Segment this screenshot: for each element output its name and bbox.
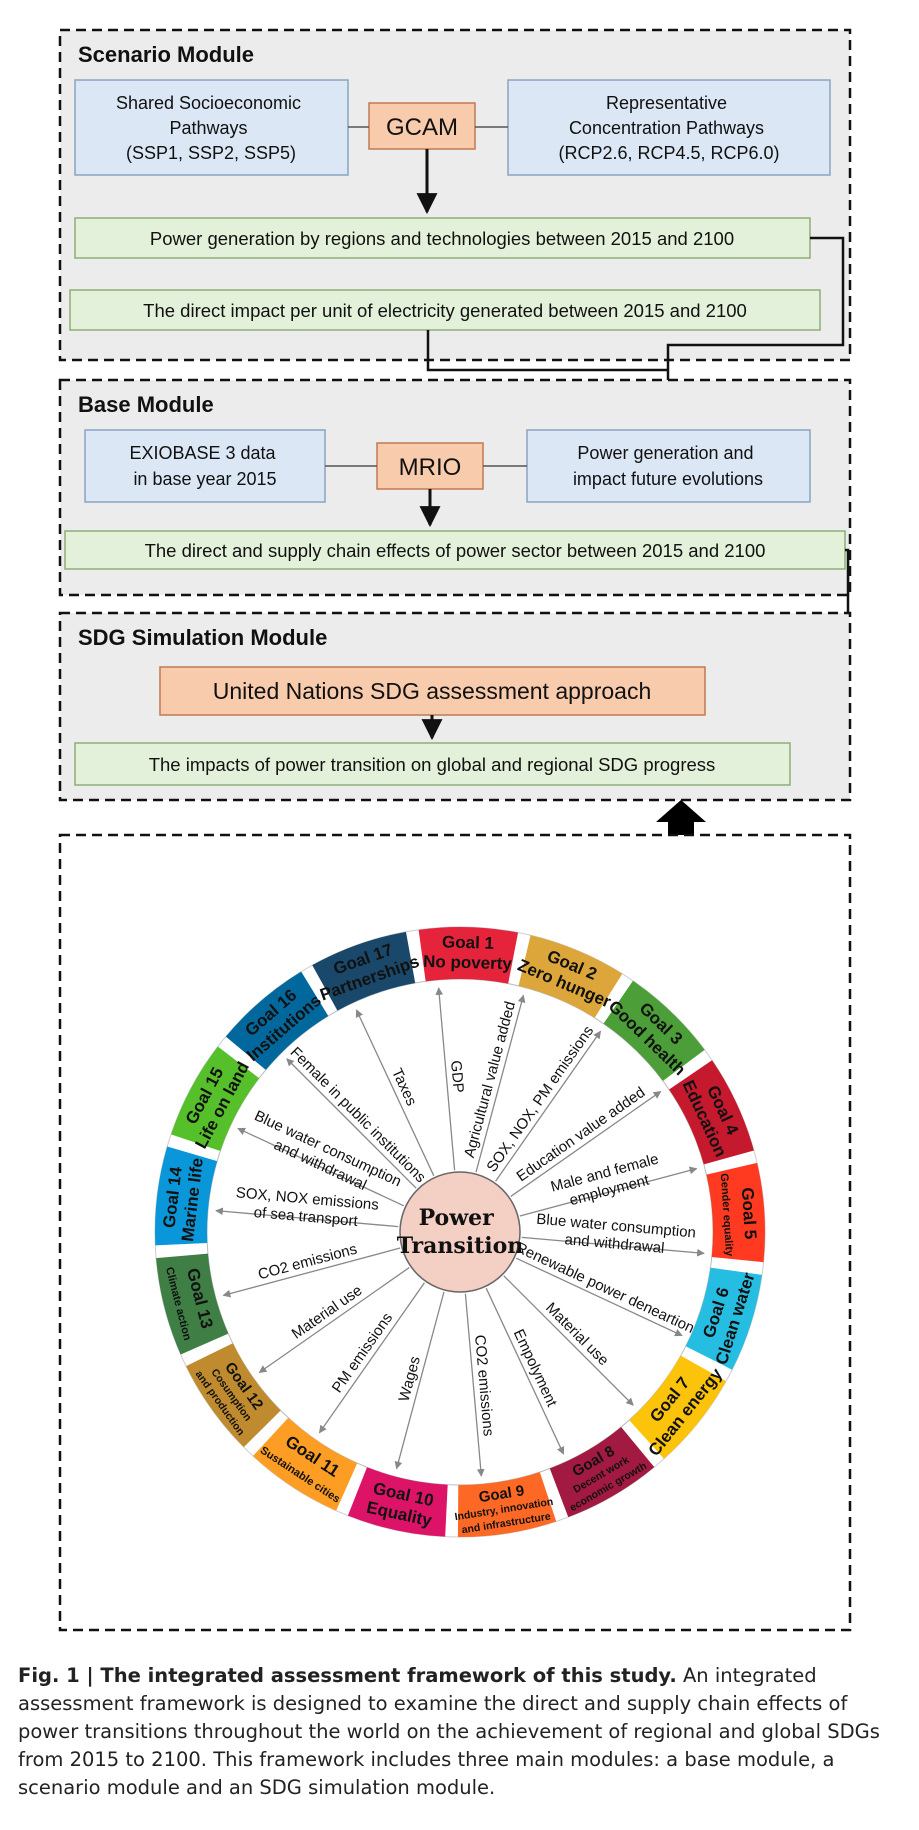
- goal-segment-12: [186, 1343, 281, 1448]
- ssp-box: [74, 79, 349, 176]
- connector-power-generation: [659, 236, 845, 427]
- sdg-impacts-box: [74, 742, 791, 786]
- framework-diagram: Scenario Module Shared Socioeconomic Pat…: [58, 28, 852, 1632]
- power-future-box: [526, 429, 811, 503]
- mrio-box: [376, 442, 484, 490]
- goal-segment-5: [706, 1162, 765, 1263]
- goal-segment-4: [669, 1060, 754, 1165]
- sdg-impacts-text: The impacts of power transition on globa…: [149, 754, 716, 775]
- connector-direct-impact: [426, 330, 668, 372]
- caption-body: An integrated assessment framework is de…: [18, 1664, 880, 1799]
- goal-segment-14: [155, 1146, 218, 1246]
- goal-segment-17: [312, 931, 416, 1011]
- direct-impact-box: [69, 289, 821, 331]
- caption-lead: Fig. 1 | The integrated assessment frame…: [18, 1664, 677, 1687]
- goal-segment-6: [685, 1267, 762, 1370]
- goal-segment-8: [549, 1427, 655, 1518]
- indicator-arrow-16: [237, 1127, 405, 1207]
- indicator-arrow-13: [258, 1267, 410, 1374]
- goal-label-1: Goal 1No poverty: [423, 932, 513, 973]
- indicator-arrow-2: [475, 994, 526, 1173]
- figure-caption: Fig. 1 | The integrated assessment frame…: [18, 1662, 898, 1802]
- power-generation-text: Power generation by regions and technolo…: [150, 228, 734, 249]
- power-future-text: Power generation and impact future evolu…: [573, 443, 763, 489]
- goal-segment-11: [253, 1417, 358, 1511]
- indicator-arrow-4: [510, 1090, 662, 1197]
- sdg-module-title: SDG Simulation Module: [78, 625, 327, 650]
- scenario-module: Scenario Module Shared Socioeconomic Pat…: [58, 28, 852, 362]
- indicator-arrow-12: [318, 1282, 425, 1434]
- exiobase-box: [84, 429, 326, 503]
- scenario-module-title: Scenario Module: [78, 42, 254, 67]
- un-approach-box: [159, 666, 706, 716]
- exiobase-text: EXIOBASE 3 data in base year 2015: [129, 443, 280, 489]
- direct-impact-text: The direct impact per unit of electricit…: [143, 300, 747, 321]
- gcam-label: GCAM: [386, 114, 458, 141]
- un-approach-text: United Nations SDG assessment approach: [213, 678, 652, 704]
- base-module: Base Module EXIOBASE 3 data in base year…: [58, 378, 852, 597]
- ssp-box-text: Shared Socioeconomic Pathways (SSP1, SSP…: [116, 93, 306, 163]
- indicator-arrow-9: [485, 1287, 565, 1455]
- indicator-arrow-14: [222, 1247, 401, 1298]
- indicator-arrow-17: [286, 1058, 417, 1189]
- mrio-label: MRIO: [399, 454, 462, 481]
- indicator-arrow-7: [515, 1257, 683, 1337]
- goal-segment-7: [629, 1355, 727, 1459]
- goal-segment-13: [156, 1253, 229, 1355]
- power-transition-hub: [399, 1171, 521, 1293]
- indicator-arrow-8: [503, 1275, 634, 1406]
- indicator-arrow-3: [495, 1030, 602, 1182]
- goal-segment-10: [347, 1467, 448, 1537]
- goal-label-5: Goal 5Gender equality: [718, 1171, 761, 1257]
- indicator-arrow-11: [394, 1291, 445, 1470]
- rcp-box: [507, 79, 831, 176]
- goal-segment-9: [457, 1472, 557, 1537]
- rcp-box-text: Representative Concentration Pathways (R…: [558, 93, 779, 163]
- goal-segment-15: [171, 1046, 260, 1152]
- goal-segment-3: [603, 980, 705, 1081]
- power-transition-text: Power Transition: [397, 1205, 524, 1259]
- indicator-arrow-18: [355, 1009, 435, 1177]
- indicator-arrow-10: [464, 1293, 485, 1477]
- indicator-label-1: GDP: [447, 1060, 467, 1094]
- wheel-to-sdg-arrow: [656, 800, 706, 835]
- indicator-arrow-1: [435, 987, 456, 1171]
- supply-chain-effects-text: The direct and supply chain effects of p…: [145, 540, 766, 561]
- sdg-simulation-module: SDG Simulation Module United Nations SDG…: [58, 611, 852, 802]
- gcam-box: [368, 102, 476, 150]
- indicator-arrow-6: [521, 1236, 705, 1257]
- goal-label-14: Goal 14Marine life: [158, 1154, 207, 1242]
- goal-segment-2: [518, 935, 623, 1018]
- indicator-arrow-5: [519, 1166, 698, 1217]
- goal-segment-1: [418, 927, 519, 984]
- base-module-title: Base Module: [78, 392, 214, 417]
- supply-chain-effects-box: [64, 530, 846, 570]
- indicator-arrow-15: [215, 1207, 399, 1228]
- goal-segment-16: [225, 971, 329, 1070]
